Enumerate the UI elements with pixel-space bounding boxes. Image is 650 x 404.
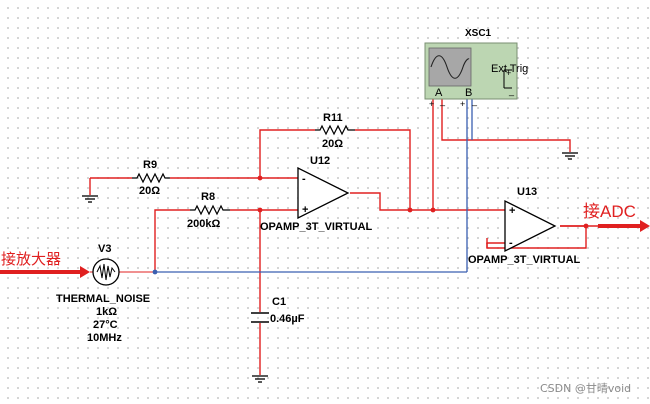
- u12-plus-pin: +: [302, 204, 308, 216]
- wire-r11-to-u12-out[interactable]: [355, 129, 411, 210]
- input-note: 接放大器: [1, 250, 61, 268]
- component-labels: R9 20Ω R8 200kΩ R11 20Ω U12 OPAMP_3T_VIR…: [1, 28, 636, 395]
- resistor-r9[interactable]: [132, 172, 170, 184]
- output-arrow-icon: [598, 220, 650, 232]
- junction-scope-a: [430, 207, 436, 213]
- r8-name: R8: [201, 191, 215, 203]
- u12-minus-pin: -: [302, 173, 306, 185]
- v3-resistance: 1kΩ: [96, 306, 117, 318]
- scope-b-minus: _: [471, 96, 478, 106]
- blue-wires: [155, 97, 473, 273]
- resistor-r11[interactable]: [315, 124, 355, 136]
- r9-name: R9: [143, 159, 157, 171]
- xsc1-name: XSC1: [465, 28, 492, 39]
- input-arrow-icon: [0, 266, 90, 278]
- opamp-u13[interactable]: + -: [504, 199, 557, 253]
- wire-u12-out-to-u13-plus[interactable]: [350, 192, 505, 211]
- junction-u12-out: [407, 207, 413, 213]
- scope-channel-a: A: [435, 87, 443, 99]
- junction-source: [152, 269, 158, 275]
- ground-icon: [82, 195, 98, 203]
- scope-a-plus: +: [429, 99, 434, 109]
- oscilloscope-xsc1[interactable]: [424, 42, 518, 100]
- opamp-u12[interactable]: - +: [297, 166, 350, 220]
- scope-trig-minus: _: [508, 86, 515, 96]
- scope-screen: [428, 47, 472, 87]
- wire-u13-minus[interactable]: [486, 242, 505, 244]
- junction-c1: [257, 207, 263, 213]
- v3-bandwidth: 10MHz: [87, 332, 122, 344]
- u13-plus-pin: +: [509, 205, 515, 217]
- r8-value: 200kΩ: [187, 218, 220, 230]
- ground-icon: [562, 152, 578, 160]
- red-wires: [89, 96, 598, 375]
- capacitor-c1[interactable]: [251, 312, 269, 323]
- ext-trig-label: Ext Trig: [491, 63, 528, 75]
- scope-channel-b: B: [465, 87, 472, 99]
- v3-type: THERMAL_NOISE: [56, 293, 150, 305]
- sine-wave-icon: [430, 55, 470, 79]
- u12-model: OPAMP_3T_VIRTUAL: [260, 221, 373, 233]
- wire-scope-a[interactable]: [432, 96, 437, 210]
- c1-value: 0.46µF: [270, 313, 305, 325]
- v3-temperature: 27°C: [93, 319, 118, 331]
- junction-u13-out: [583, 223, 589, 229]
- scope-b-plus: +: [460, 99, 465, 109]
- u13-model: OPAMP_3T_VIRTUAL: [468, 254, 581, 266]
- noise-waveform-icon: [96, 263, 116, 281]
- noise-source-v3[interactable]: [92, 258, 120, 286]
- wire-u12-minus-to-r11[interactable]: [259, 129, 315, 178]
- arrows: [0, 220, 650, 278]
- u12-name: U12: [310, 155, 330, 167]
- ground-icon: [252, 375, 268, 383]
- wire-source-to-r8[interactable]: [154, 209, 190, 272]
- junctions: [152, 175, 589, 275]
- r9-value: 20Ω: [139, 185, 160, 197]
- v3-name: V3: [98, 243, 111, 255]
- scope-trig-plus: +: [506, 68, 511, 78]
- resistor-r8[interactable]: [190, 204, 230, 216]
- u13-minus-pin: -: [509, 237, 513, 249]
- r11-name: R11: [323, 112, 343, 124]
- u13-name: U13: [517, 186, 537, 198]
- r11-value: 20Ω: [322, 138, 343, 150]
- c1-name: C1: [272, 296, 286, 308]
- output-note: 接ADC: [583, 202, 636, 221]
- scope-a-minus: _: [439, 96, 446, 106]
- wire-scope-ground[interactable]: [441, 97, 571, 152]
- ground-symbols: [82, 152, 578, 383]
- watermark: CSDN @甘晴void: [540, 382, 631, 395]
- junction-u12-minus: [257, 175, 263, 181]
